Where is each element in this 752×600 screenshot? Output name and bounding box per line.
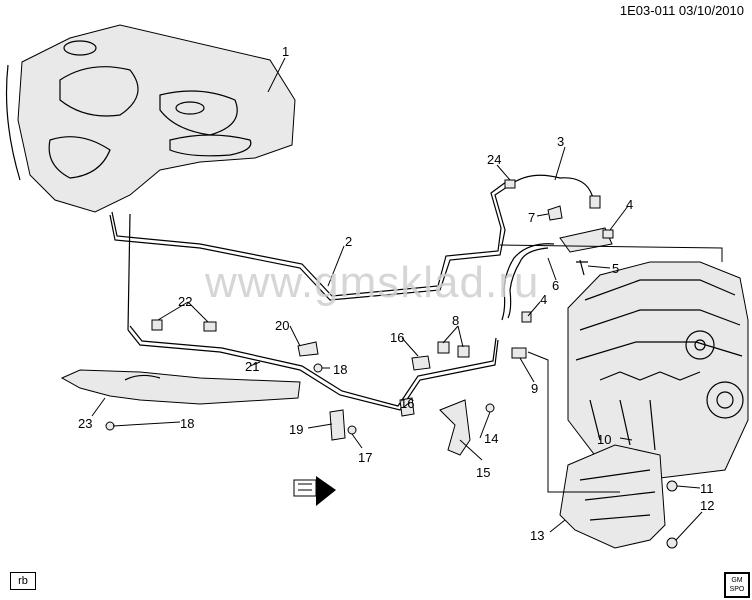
watermark: www.gmsklad.ru: [205, 258, 540, 307]
callout-24: 24: [487, 152, 501, 167]
clip-22a: [151, 319, 163, 331]
callout-14: 14: [484, 431, 498, 446]
callout-6: 6: [552, 278, 559, 293]
callout-4a: 4: [626, 197, 633, 212]
callout-leaders: [91, 57, 703, 541]
guide-line-lower: [527, 351, 620, 493]
callout-16a: 16: [390, 330, 404, 345]
clip-8a: [437, 341, 450, 354]
callout-21: 21: [245, 359, 259, 374]
footer-badge: rb: [10, 572, 36, 590]
callout-7: 7: [528, 210, 535, 225]
callout-15: 15: [476, 465, 490, 480]
nut-18a: [105, 421, 115, 431]
callout-18a: 18: [333, 362, 347, 377]
callout-12: 12: [700, 498, 714, 513]
callout-9: 9: [531, 381, 538, 396]
fuel-feed-pipe: [109, 184, 511, 301]
callout-10: 10: [597, 432, 611, 447]
flex-hose: [507, 247, 549, 319]
callout-11: 11: [700, 481, 714, 496]
heat-shield-23: [60, 369, 301, 405]
bolt-7: [547, 205, 563, 221]
connector-9: [511, 347, 527, 359]
bracket-15: [439, 399, 471, 456]
callout-20: 20: [275, 318, 289, 333]
callout-3: 3: [557, 134, 564, 149]
callout-18b: 18: [180, 416, 194, 431]
guide-line-upper: [499, 244, 723, 262]
bracket-19: [329, 409, 346, 441]
line-end: [589, 195, 601, 209]
callout-1: 1: [282, 44, 289, 59]
fuel-feed-pipe-outer: [111, 181, 507, 297]
clip-8b: [457, 345, 470, 358]
clip-20: [297, 341, 319, 357]
nut-17: [347, 425, 357, 435]
clip-16b: [399, 397, 415, 417]
engine-assembly: [567, 261, 749, 479]
clip-22b: [203, 321, 217, 332]
flex-hose-outer: [501, 243, 555, 321]
callout-19: 19: [289, 422, 303, 437]
clip-16a: [411, 355, 431, 371]
callout-4b: 4: [540, 292, 547, 307]
engine-fuel-line: [509, 174, 599, 209]
callout-23: 23: [78, 416, 92, 431]
callout-5: 5: [612, 261, 619, 276]
callout-8: 8: [452, 313, 459, 328]
clip-4-upper: [602, 229, 614, 239]
forward-arrow-icon: [293, 476, 336, 506]
callout-16b: 16: [400, 396, 414, 411]
callout-numbers: 1 2 3 4 4 5 6 7 8 9 10 11 12 13 14 15 16…: [78, 44, 714, 543]
bolt-14: [485, 403, 495, 413]
fuel-return-pipe-outer: [129, 325, 497, 407]
callout-2: 2: [345, 234, 352, 249]
callout-22: 22: [178, 294, 192, 309]
diagram-reference: 1E03-011 03/10/2010: [619, 3, 744, 18]
fuel-return-pipe: [127, 329, 499, 411]
fuel-tank: [5, 24, 296, 213]
callout-17: 17: [358, 450, 372, 465]
grommet-11: [666, 480, 678, 492]
bolt-5: [576, 259, 588, 276]
connector-24: [504, 179, 516, 189]
clip-4-lower: [521, 311, 532, 323]
grommet-12: [666, 537, 678, 549]
callout-13: 13: [530, 528, 544, 543]
vertical-feed-pipe: [127, 213, 131, 331]
nut-18b: [313, 363, 323, 373]
